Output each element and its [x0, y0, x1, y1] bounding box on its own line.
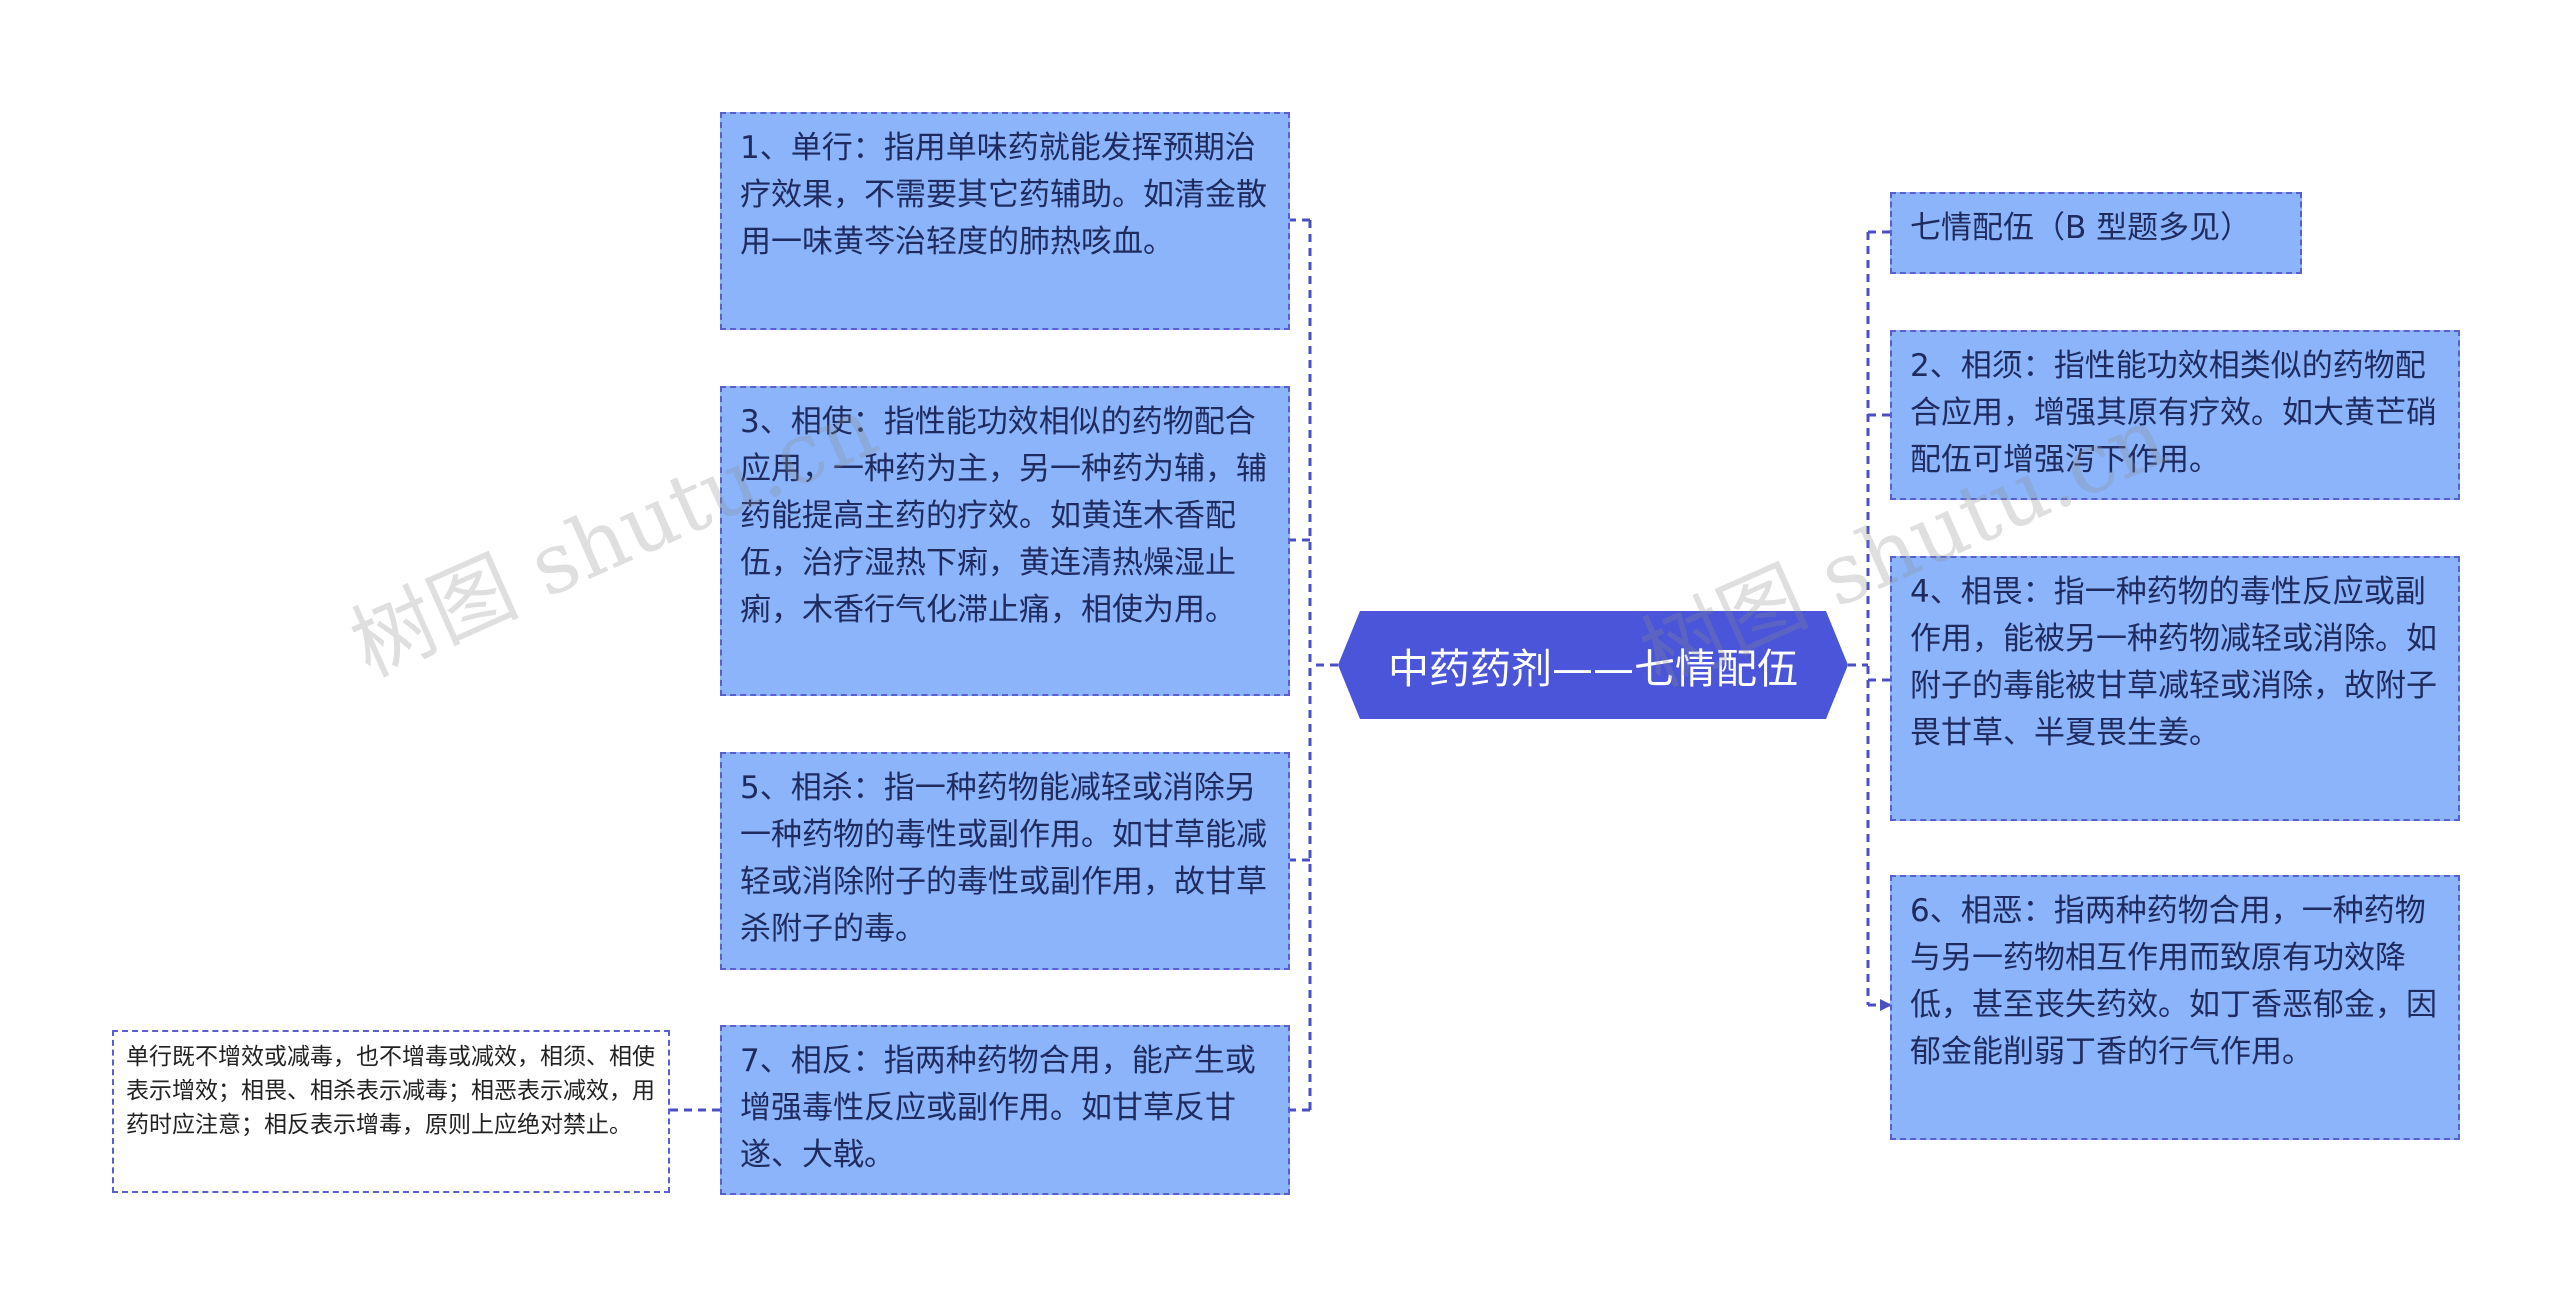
node-envoy-text: 3、相使：指性能功效相似的药物配合应用，一种药为主，另一种药为辅，辅药能提高主药… — [740, 404, 1267, 628]
node-mutual[interactable]: 2、相须：指性能功效相类似的药物配合应用，增强其原有疗效。如大黄芒硝配伍可增强泻… — [1890, 330, 2460, 500]
node-title[interactable]: 七情配伍（B 型题多见） — [1890, 192, 2302, 274]
node-kill[interactable]: 5、相杀：指一种药物能减轻或消除另一种药物的毒性或副作用。如甘草能减轻或消除附子… — [720, 752, 1290, 970]
node-single[interactable]: 1、单行：指用单味药就能发挥预期治疗效果，不需要其它药辅助。如清金散用一味黄芩治… — [720, 112, 1290, 330]
node-oppose[interactable]: 7、相反：指两种药物合用，能产生或增强毒性反应或副作用。如甘草反甘遂、大戟。 — [720, 1025, 1290, 1195]
node-note-text: 单行既不增效或减毒，也不增毒或减效，相须、相使表示增效；相畏、相杀表示减毒；相恶… — [126, 1044, 655, 1138]
node-kill-text: 5、相杀：指一种药物能减轻或消除另一种药物的毒性或副作用。如甘草能减轻或消除附子… — [740, 770, 1267, 947]
node-mutual-text: 2、相须：指性能功效相类似的药物配合应用，增强其原有疗效。如大黄芒硝配伍可增强泻… — [1910, 348, 2437, 478]
node-aversion-text: 6、相恶：指两种药物合用，一种药物与另一药物相互作用而致原有功效降低，甚至丧失药… — [1910, 893, 2437, 1070]
node-envoy[interactable]: 3、相使：指性能功效相似的药物配合应用，一种药为主，另一种药为辅，辅药能提高主药… — [720, 386, 1290, 696]
node-oppose-text: 7、相反：指两种药物合用，能产生或增强毒性反应或副作用。如甘草反甘遂、大戟。 — [740, 1043, 1256, 1173]
node-single-text: 1、单行：指用单味药就能发挥预期治疗效果，不需要其它药辅助。如清金散用一味黄芩治… — [740, 130, 1267, 260]
node-note[interactable]: 单行既不增效或减毒，也不增毒或减效，相须、相使表示增效；相畏、相杀表示减毒；相恶… — [112, 1030, 670, 1193]
root-topic-label: 中药药剂——七情配伍 — [1388, 645, 1798, 693]
arrow-aversion — [1880, 999, 1892, 1011]
node-aversion[interactable]: 6、相恶：指两种药物合用，一种药物与另一药物相互作用而致原有功效降低，甚至丧失药… — [1890, 875, 2460, 1140]
root-topic[interactable]: 中药药剂——七情配伍 — [1338, 611, 1848, 719]
root-shape — [1338, 611, 1848, 719]
node-title-text: 七情配伍（B 型题多见） — [1910, 210, 2252, 246]
node-fear-text: 4、相畏：指一种药物的毒性反应或副作用，能被另一种药物减轻或消除。如附子的毒能被… — [1910, 574, 2437, 751]
node-fear[interactable]: 4、相畏：指一种药物的毒性反应或副作用，能被另一种药物减轻或消除。如附子的毒能被… — [1890, 556, 2460, 821]
